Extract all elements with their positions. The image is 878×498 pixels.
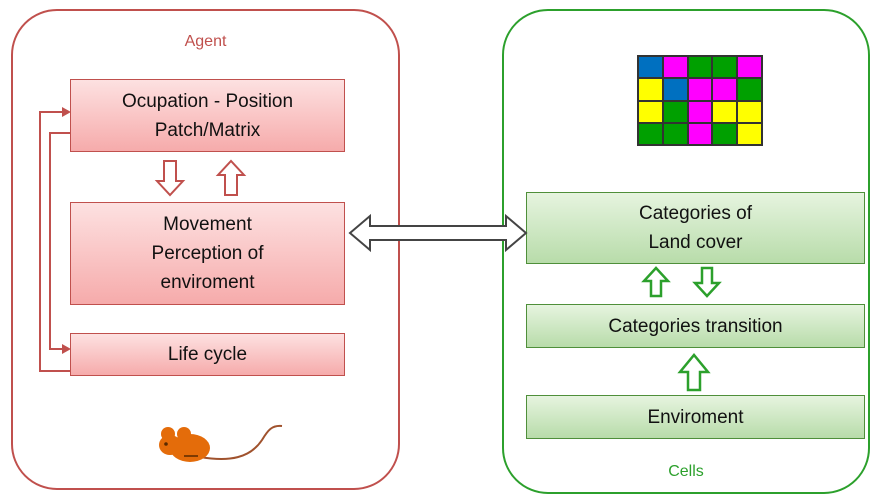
grid-cell xyxy=(738,123,761,144)
grid-cell xyxy=(738,101,761,122)
grid-cell xyxy=(663,79,687,100)
life-cycle-label: Life cycle xyxy=(167,344,248,365)
grid-cell xyxy=(738,79,761,100)
grid-cell xyxy=(713,101,737,122)
grid-cell xyxy=(688,57,712,78)
grid-cell xyxy=(713,123,737,144)
grid-cell xyxy=(639,57,662,78)
down-arrow-icon xyxy=(154,160,186,197)
grid-cell xyxy=(688,123,712,144)
categories-transition-label: Categories transition xyxy=(608,315,783,337)
cells-title: Cells xyxy=(668,463,704,480)
movement-line-2: Perception of xyxy=(151,243,264,264)
grid-cell xyxy=(738,57,761,78)
agent-panel: Agent xyxy=(11,9,400,490)
grid-cell xyxy=(713,79,737,100)
up-arrow-icon xyxy=(215,159,247,196)
life-cycle-box: Life cycle xyxy=(70,333,345,376)
occupation-position-box: Ocupation - Position Patch/Matrix xyxy=(70,79,345,152)
land-cover-box: Categories of Land cover xyxy=(526,192,865,264)
movement-perception-box: Movement Perception of enviroment xyxy=(70,202,345,305)
green-up-arrow-large-icon xyxy=(677,353,711,392)
enviroment-box: Enviroment xyxy=(526,395,865,439)
movement-line-3: enviroment xyxy=(160,272,255,293)
grid-cell xyxy=(663,123,687,144)
occupation-line-2: Patch/Matrix xyxy=(154,119,261,141)
bidirectional-arrow-icon xyxy=(348,213,528,253)
green-down-arrow-icon xyxy=(692,266,722,298)
feedback-arrowhead-top xyxy=(62,107,71,117)
occupation-line-1: Ocupation - Position xyxy=(121,90,294,112)
mouse-icon xyxy=(159,424,283,462)
grid-cell xyxy=(663,57,687,78)
feedback-loop-arrow xyxy=(39,111,70,372)
grid-cell xyxy=(639,79,662,100)
agent-title: Agent xyxy=(184,33,227,50)
grid-cell xyxy=(663,101,687,122)
grid-cell xyxy=(688,101,712,122)
movement-line-1: Movement xyxy=(163,214,252,235)
land-cover-line-1: Categories of xyxy=(638,203,752,224)
enviroment-label: Enviroment xyxy=(647,406,744,428)
green-up-arrow-icon xyxy=(641,266,671,298)
land-cover-line-2: Land cover xyxy=(648,232,743,253)
grid-cell xyxy=(639,123,662,144)
land-cover-grid-icon xyxy=(637,55,763,146)
grid-cell xyxy=(713,57,737,78)
grid-cell xyxy=(688,79,712,100)
categories-transition-box: Categories transition xyxy=(526,304,865,348)
cells-panel: Cells xyxy=(502,9,870,494)
grid-cell xyxy=(639,101,662,122)
feedback-arrowhead-bottom xyxy=(62,344,71,354)
